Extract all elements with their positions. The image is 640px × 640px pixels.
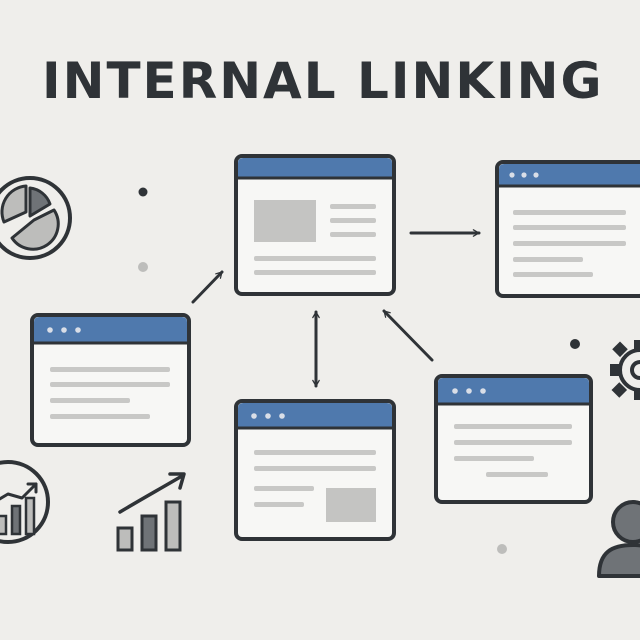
user-icon (597, 500, 640, 578)
growth-chart-icon (0, 460, 50, 544)
dot (497, 544, 507, 554)
page-right-bottom (434, 374, 593, 504)
dot (138, 187, 148, 197)
bar-chart-icon (116, 472, 186, 552)
dot (570, 339, 580, 349)
dot (138, 262, 148, 272)
image-placeholder (254, 200, 316, 242)
page-left (30, 313, 191, 447)
page-center-bottom (234, 399, 396, 541)
page-center-top (234, 154, 396, 296)
pie-chart-icon (0, 176, 72, 260)
image-placeholder (326, 488, 376, 522)
page-title: INTERNAL LINKING (42, 52, 604, 110)
page-right-top (495, 160, 640, 298)
arrow-left-to-top (191, 270, 224, 304)
arrow-bottomright-to-top (382, 309, 434, 362)
gear-icon (610, 340, 640, 400)
